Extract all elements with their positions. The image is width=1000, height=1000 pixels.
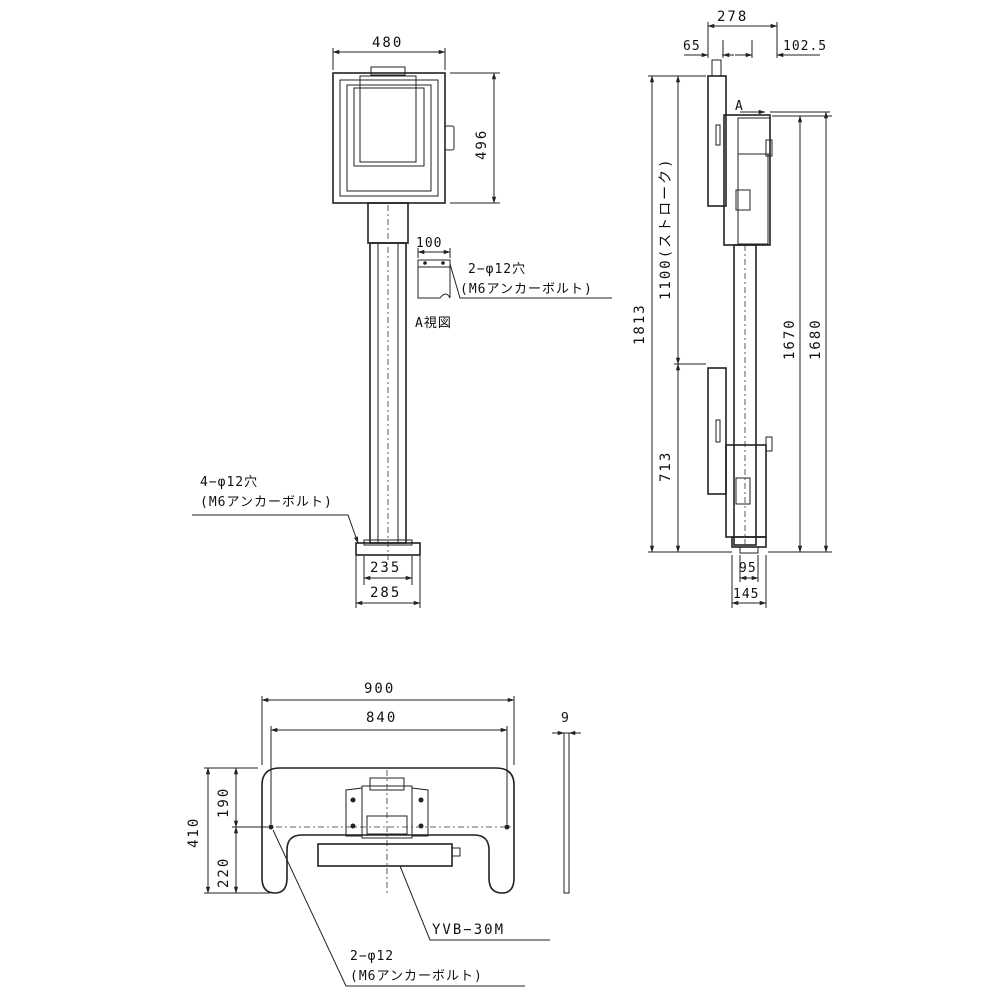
plan-bar: [317, 843, 453, 867]
front-view: 480 496 235 285 4−φ12穴 (M6アンカーボルト): [192, 35, 500, 608]
plan-bolt-hole-icon: [418, 823, 424, 829]
side-left-label: 65: [683, 39, 701, 54]
plan-model-leader: [399, 865, 550, 941]
side-base-inner-label: 95: [739, 561, 757, 576]
plan-anchor-hole-right-icon: [504, 824, 510, 830]
front-base-callout-leader: [192, 514, 359, 544]
plan-base-outline: [261, 767, 515, 894]
side-1670-label: 1670: [782, 318, 798, 360]
front-base-callout-holes: 4−φ12穴: [200, 475, 258, 490]
plan-anchor-callout-holes: 2−φ12: [350, 949, 394, 964]
plan-lower-label: 220: [216, 857, 232, 888]
side-1680-label: 1680: [808, 318, 824, 360]
detail-a-width-label: 100: [416, 236, 442, 251]
plan-thickness-label: 9: [561, 711, 570, 726]
side-carriage-plate: [737, 153, 769, 245]
side-lower-panel: [707, 367, 727, 495]
front-base-plate: [355, 542, 421, 556]
side-total-height-label: 1813: [632, 303, 648, 345]
side-upper-slot: [715, 124, 721, 146]
side-top-clamp: [711, 59, 722, 77]
front-base-flange: [363, 539, 413, 546]
side-lower-knob: [765, 436, 773, 452]
side-lower-label: 713: [658, 451, 674, 482]
plan-inner-width-label: 840: [366, 710, 397, 726]
side-lower-clamp: [735, 477, 751, 505]
plan-width-label: 900: [364, 681, 395, 697]
plan-side-plate: [563, 732, 570, 894]
detail-a-hole-left-icon: [423, 261, 427, 265]
detail-a-top-plate: [417, 259, 451, 268]
front-base-outer-label: 285: [370, 585, 401, 601]
plan-upper-label: 190: [216, 787, 232, 818]
front-base-inner-label: 235: [370, 560, 401, 576]
plan-bolt-hole-icon: [350, 797, 356, 803]
front-head-frame-outer: [339, 79, 439, 197]
plan-anchor-callout-anchor: (M6アンカーボルト): [350, 969, 483, 984]
front-width-label: 480: [372, 35, 403, 51]
plan-model-label: YVB−30M: [432, 922, 505, 938]
side-base-foot: [739, 546, 759, 554]
side-right-label: 102.5: [783, 39, 827, 54]
detail-a-hole-right-icon: [441, 261, 445, 265]
detail-a-label: A視図: [415, 316, 452, 331]
side-a-label: A: [735, 99, 744, 114]
plan-depth-label: 410: [186, 817, 202, 848]
front-head-panel: [359, 75, 417, 163]
front-top-clamp: [370, 66, 406, 76]
side-carriage-top: [737, 117, 771, 155]
detail-a-callout-holes: 2−φ12穴: [468, 262, 526, 277]
side-depth-label: 278: [717, 9, 748, 25]
detail-a-callout-leader: [449, 263, 612, 299]
side-carriage-clamp: [735, 189, 751, 211]
front-head-frame-inner: [353, 87, 425, 167]
front-side-handle: [444, 125, 455, 151]
side-stroke-label: 1100(ストローク): [658, 157, 674, 300]
detail-a-body: [417, 267, 451, 299]
front-head-frame-mid: [346, 84, 432, 192]
plan-bar-end: [451, 847, 461, 857]
side-carriage-knob: [765, 139, 773, 157]
side-view: A 278 65 102.5 1813: [632, 9, 832, 608]
side-lower-slot: [715, 419, 721, 443]
front-head-box: [332, 72, 446, 204]
front-base-callout-anchor: (M6アンカーボルト): [200, 495, 333, 510]
plan-bolt-hole-icon: [418, 797, 424, 803]
side-base-outer-label: 145: [733, 587, 759, 602]
detail-a-callout-anchor: (M6アンカーボルト): [460, 282, 593, 297]
detail-a-view: 100 2−φ12穴 (M6アンカーボルト) A視図: [415, 236, 612, 331]
plan-bolt-hole-icon: [350, 823, 356, 829]
front-height-label: 496: [474, 129, 490, 160]
plan-view: 9 900 840 410 190 220 YVB−30M 2−φ12 (M6ア…: [186, 681, 581, 987]
side-lower-carriage: [725, 444, 767, 538]
plan-anchor-callout-leader: [272, 829, 525, 987]
side-carriage: [723, 114, 771, 246]
